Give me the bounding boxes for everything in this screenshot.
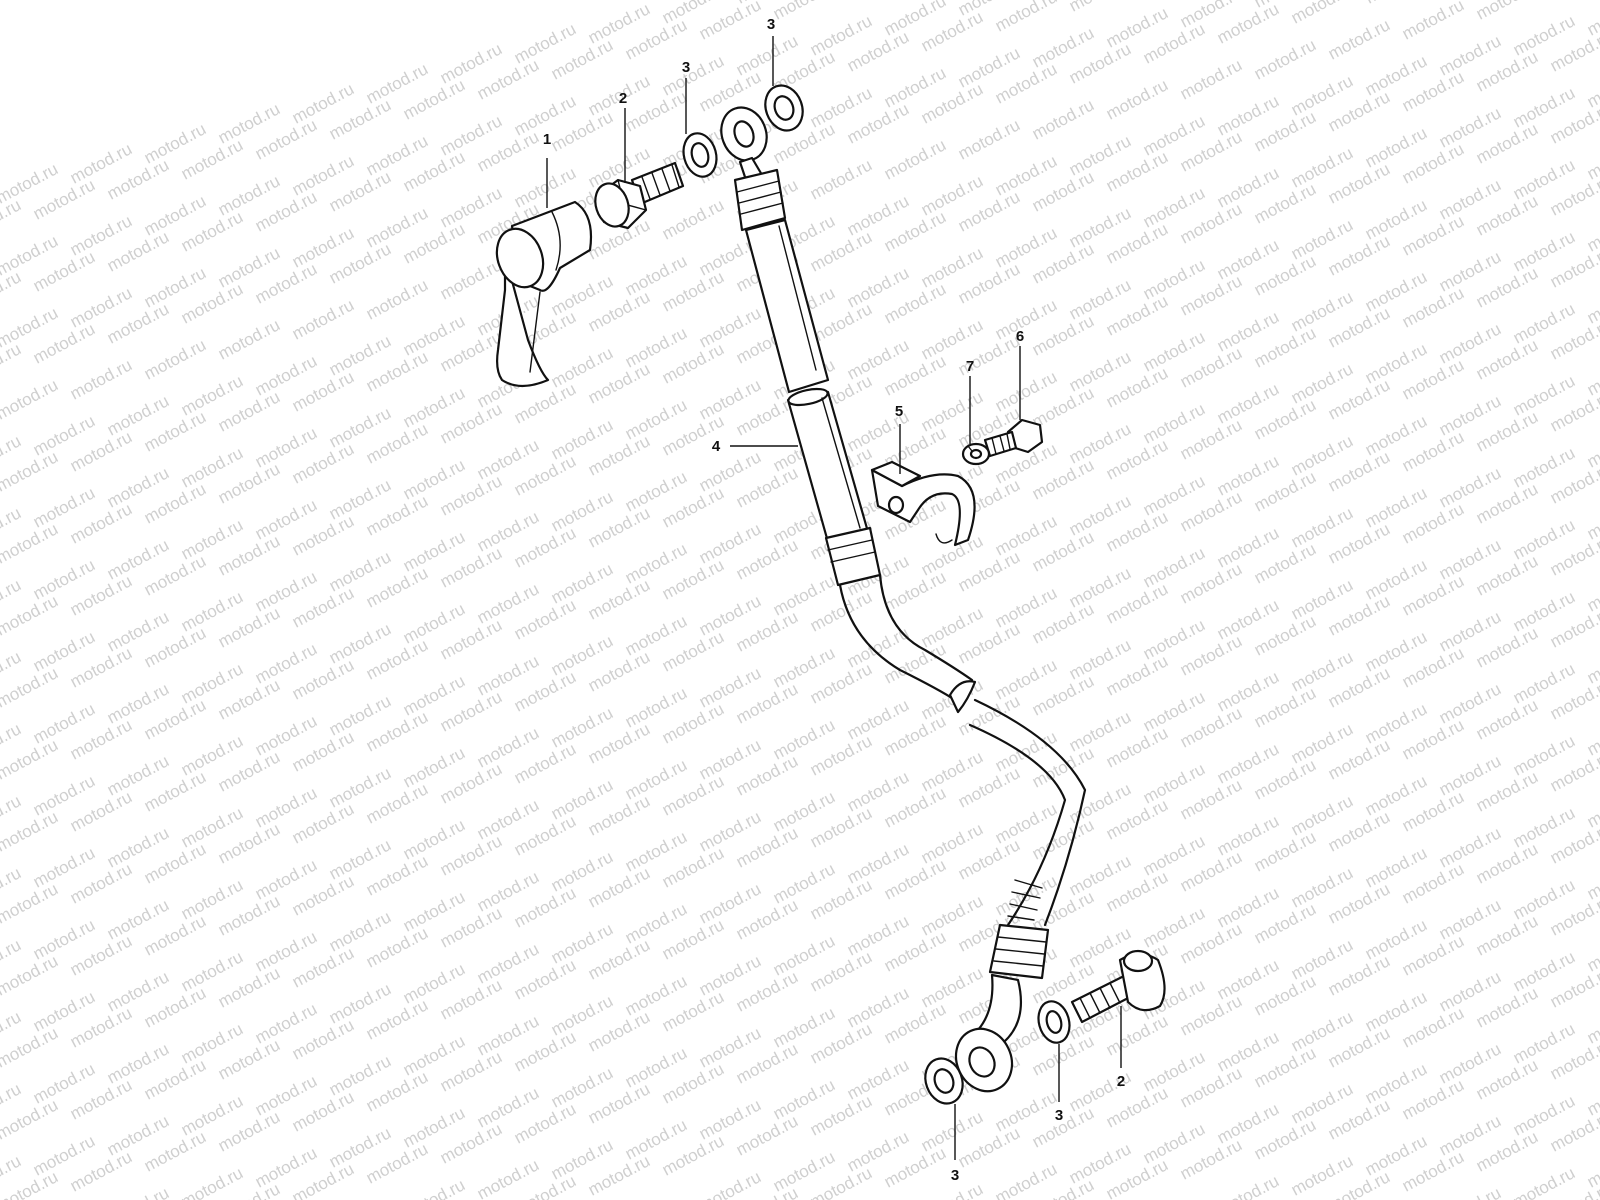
part-2-union-bolt-bottom — [1070, 949, 1166, 1024]
part-3-washer-a — [682, 132, 718, 178]
watermark-text: motod.ru — [1214, 1171, 1282, 1200]
callout-label-2-top: 2 — [619, 90, 627, 107]
callout-label-7: 7 — [966, 358, 974, 375]
watermark-text: motod.ru — [1177, 55, 1245, 103]
part-4-brake-hose — [720, 106, 1087, 1093]
watermark-text: motod.ru — [1066, 0, 1134, 16]
watermark-text: motod.ru — [1251, 35, 1319, 83]
watermark-text: motod.ru — [104, 1183, 172, 1200]
watermark-text: motod.ru — [215, 315, 283, 363]
callout-label-3-a: 3 — [682, 59, 690, 76]
watermark-text: motod.ru — [1325, 15, 1393, 63]
watermark-text: motod.ru — [659, 195, 727, 243]
watermark-text: motod.ru — [1473, 0, 1541, 24]
callout-6: 6 — [1016, 328, 1024, 420]
watermark-text: motod.ru — [992, 0, 1060, 36]
part-2-union-bolt-top — [594, 161, 685, 230]
callout-3-b: 3 — [767, 16, 775, 86]
callout-7: 7 — [966, 358, 974, 444]
callout-label-2-bottom: 2 — [1117, 1073, 1125, 1090]
watermark-text: motod.ru — [1362, 0, 1430, 8]
watermark-text: motod.ru — [807, 155, 875, 203]
part-3-washer-c — [924, 1057, 964, 1105]
callout-2-bottom: 2 — [1117, 1006, 1125, 1090]
callout-label-3-b: 3 — [767, 16, 775, 33]
watermark-text: motod.ru — [992, 1159, 1060, 1200]
watermark-text: motod.ru — [1288, 0, 1356, 28]
callout-5: 5 — [895, 403, 903, 474]
callout-3-c: 3 — [951, 1104, 959, 1184]
watermark-text: motod.ru — [1103, 75, 1171, 123]
watermark-text: motod.ru — [696, 1167, 764, 1200]
watermark-text: motod.ru — [844, 0, 912, 4]
part-5-hose-clamp — [870, 460, 976, 547]
watermark-text: motod.ru — [400, 1175, 468, 1200]
part-7-lock-washer — [961, 442, 991, 466]
watermark-text: motod.ru — [178, 1163, 246, 1200]
callout-4: 4 — [712, 438, 798, 455]
part-3-washer-b — [764, 84, 804, 132]
watermark-text: motod.ru — [1510, 1163, 1578, 1200]
callout-label-6: 6 — [1016, 328, 1024, 345]
part-3-washer-d — [1037, 1000, 1071, 1044]
watermark-text: motod.ru — [1547, 0, 1600, 4]
watermark-text: motod.ru — [1029, 95, 1097, 143]
callout-label-1: 1 — [543, 131, 551, 148]
watermark-text: motod.ru — [363, 275, 431, 323]
callout-label-5: 5 — [895, 403, 903, 420]
part-1-boot-cap — [495, 200, 593, 388]
watermark-text: motod.ru — [0, 375, 61, 423]
watermark-text: motod.ru — [67, 355, 135, 403]
watermark-text: motod.ru — [881, 135, 949, 183]
watermark-text: motod.ru — [0, 339, 24, 387]
watermark-text: motod.ru — [770, 0, 838, 24]
callout-3-a: 3 — [682, 59, 690, 134]
callout-label-3-c: 3 — [951, 1167, 959, 1184]
watermark-text: motod.ru — [1436, 1183, 1504, 1200]
part-6-bolt — [983, 418, 1044, 458]
watermark-text: motod.ru — [141, 335, 209, 383]
watermark-text: motod.ru — [1399, 0, 1467, 44]
callout-label-3-d: 3 — [1055, 1107, 1063, 1124]
watermark-text: motod.ru — [0, 267, 24, 315]
callout-label-4: 4 — [712, 438, 721, 455]
watermark-text: motod.ru — [289, 295, 357, 343]
callout-1: 1 — [543, 131, 551, 208]
callout-2-top: 2 — [619, 90, 627, 183]
watermark-text: motod.ru — [437, 255, 505, 303]
callout-3-d: 3 — [1055, 1044, 1063, 1124]
watermark-text: motod.ru — [0, 195, 24, 243]
watermark-text: motod.ru — [955, 115, 1023, 163]
